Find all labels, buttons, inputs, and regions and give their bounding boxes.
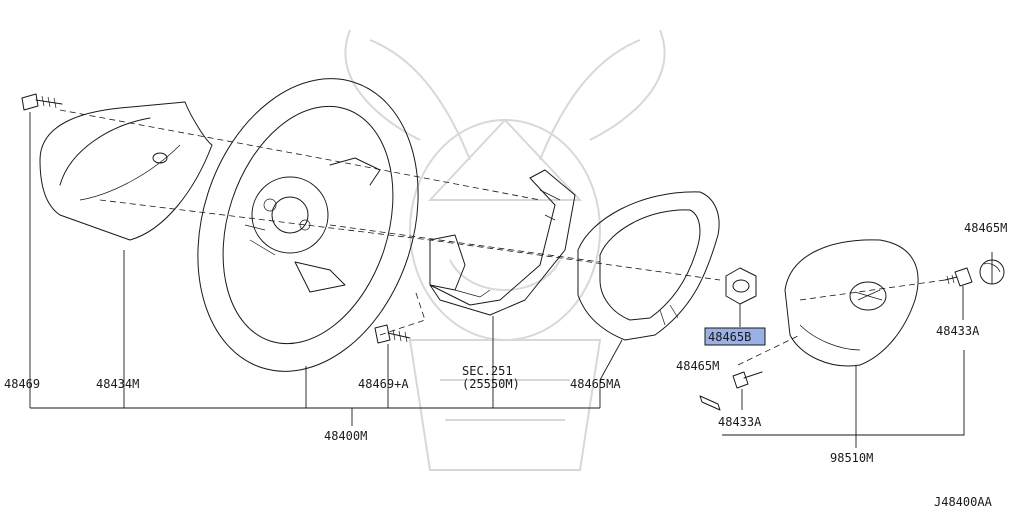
airbag-module-98510M [784,239,919,367]
alignment-lines [59,109,946,366]
label-48400M: 48400M [324,429,367,443]
bolt-48469 [21,93,63,111]
label-48469a: 48469+A [358,377,409,391]
bolt-48433a-lower [732,371,763,389]
column-cover-48434M [39,101,213,241]
label-48433A-lower: 48433A [718,415,762,429]
label-48433A-right: 48433A [936,324,980,338]
label-98510M: 98510M [830,451,873,465]
watermark-logo [344,29,666,471]
label-48434M: 48434M [96,377,139,391]
label-48465M-cap: 48465M [964,221,1007,235]
label-48465B[interactable]: 48465B [708,330,751,344]
bolt-48433a-right [944,267,973,287]
label-48469: 48469 [4,377,40,391]
finisher-48465MA [577,191,720,341]
part-labels: 48469 48434M 48400M 48469+A SEC.251 (255… [4,221,1007,509]
diagram-id: J48400AA [934,495,993,509]
leader-lines [29,112,993,448]
nut-48465B [725,267,757,305]
label-48465M-clip: 48465M [676,359,719,373]
clip-48465M [699,395,721,411]
label-25550M: (25550M) [462,377,520,391]
steering-wheel-48400M [197,78,419,372]
label-48465MA: 48465MA [570,377,621,391]
label-sec251: SEC.251 [462,364,513,378]
switch-bracket-25550M [429,169,576,316]
highlight-48465B [704,327,766,346]
bolt-48469a [374,324,411,344]
